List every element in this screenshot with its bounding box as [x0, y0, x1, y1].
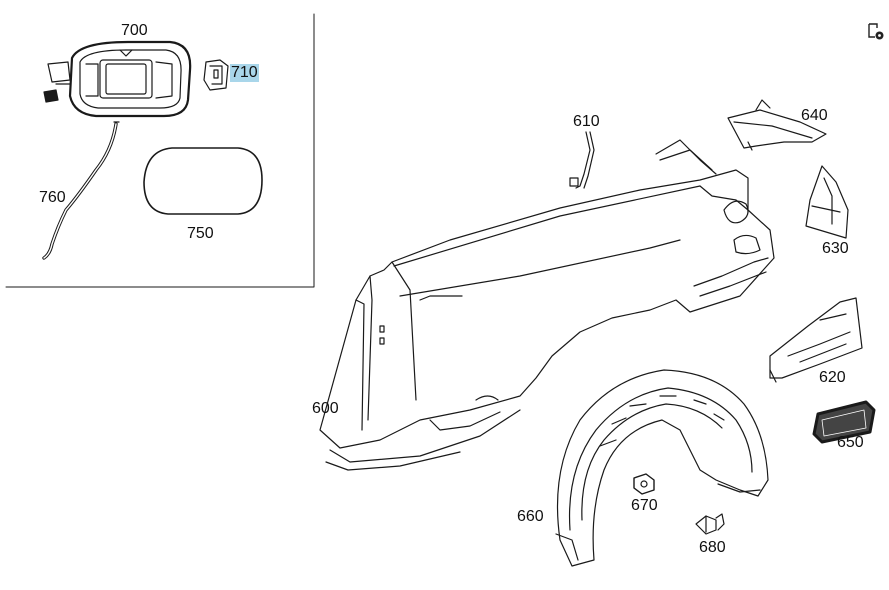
callout-620[interactable]: 620 [819, 369, 846, 386]
callout-680[interactable]: 680 [699, 539, 726, 556]
callout-600[interactable]: 600 [312, 400, 339, 417]
inset-frame [5, 13, 315, 288]
part-610-strip [569, 131, 595, 189]
part-670-nut [633, 473, 655, 495]
callout-630[interactable]: 630 [822, 240, 849, 257]
callout-660[interactable]: 660 [517, 508, 544, 525]
part-760-drain-hose [42, 121, 120, 260]
callout-750[interactable]: 750 [187, 225, 214, 242]
part-620-panel [769, 297, 863, 383]
part-660-wheel-arch-liner [555, 369, 769, 567]
part-640-bracket [727, 99, 827, 151]
part-700-fuel-door-housing [43, 40, 192, 118]
part-680-clip [695, 513, 725, 535]
callout-700[interactable]: 700 [121, 22, 148, 39]
document-settings-icon[interactable] [866, 22, 886, 42]
callout-640[interactable]: 640 [801, 107, 828, 124]
part-650-grille [812, 400, 876, 444]
callout-650[interactable]: 650 [837, 434, 864, 451]
part-750-seal [143, 147, 263, 215]
callout-610[interactable]: 610 [573, 113, 600, 130]
callout-670[interactable]: 670 [631, 497, 658, 514]
callout-710[interactable]: 710 [230, 64, 259, 82]
part-710-bracket [203, 59, 229, 91]
callout-760[interactable]: 760 [39, 189, 66, 206]
part-600-quarter-panel [319, 139, 775, 471]
part-630-reinforcement [805, 165, 849, 239]
